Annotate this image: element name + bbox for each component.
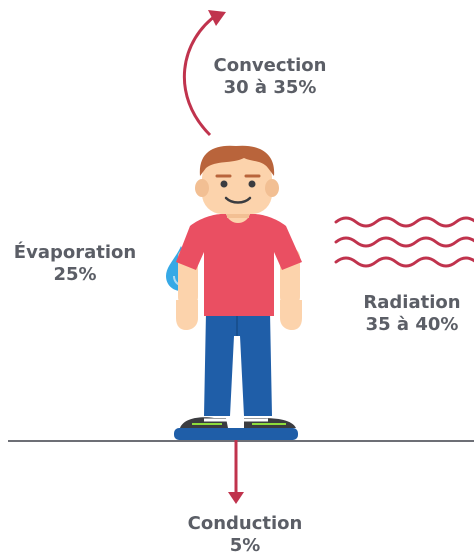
conduction-name: Conduction xyxy=(187,513,303,534)
conduction-label: Conduction 5% xyxy=(170,513,320,557)
radiation-value: 35 à 40% xyxy=(365,314,459,335)
radiation-waves xyxy=(334,216,474,268)
convection-arrowhead xyxy=(208,10,226,26)
person-figure xyxy=(174,145,302,440)
convection-arrow xyxy=(182,12,219,137)
radiation-label: Radiation 35 à 40% xyxy=(350,292,474,336)
radiation-name: Radiation xyxy=(363,292,461,313)
hair xyxy=(199,145,275,176)
jeans xyxy=(204,312,272,416)
evaporation-label: Évaporation 25% xyxy=(0,242,150,286)
evaporation-value: 25% xyxy=(53,264,97,285)
conduction-value: 5% xyxy=(229,535,261,556)
conduction-arrowhead xyxy=(228,492,244,504)
convection-name: Convection xyxy=(213,55,327,76)
base-board xyxy=(174,428,298,440)
shirt xyxy=(176,214,302,316)
evaporation-name: Évaporation xyxy=(13,242,137,263)
convection-label: Convection 30 à 35% xyxy=(200,55,340,99)
convection-value: 30 à 35% xyxy=(223,77,317,98)
